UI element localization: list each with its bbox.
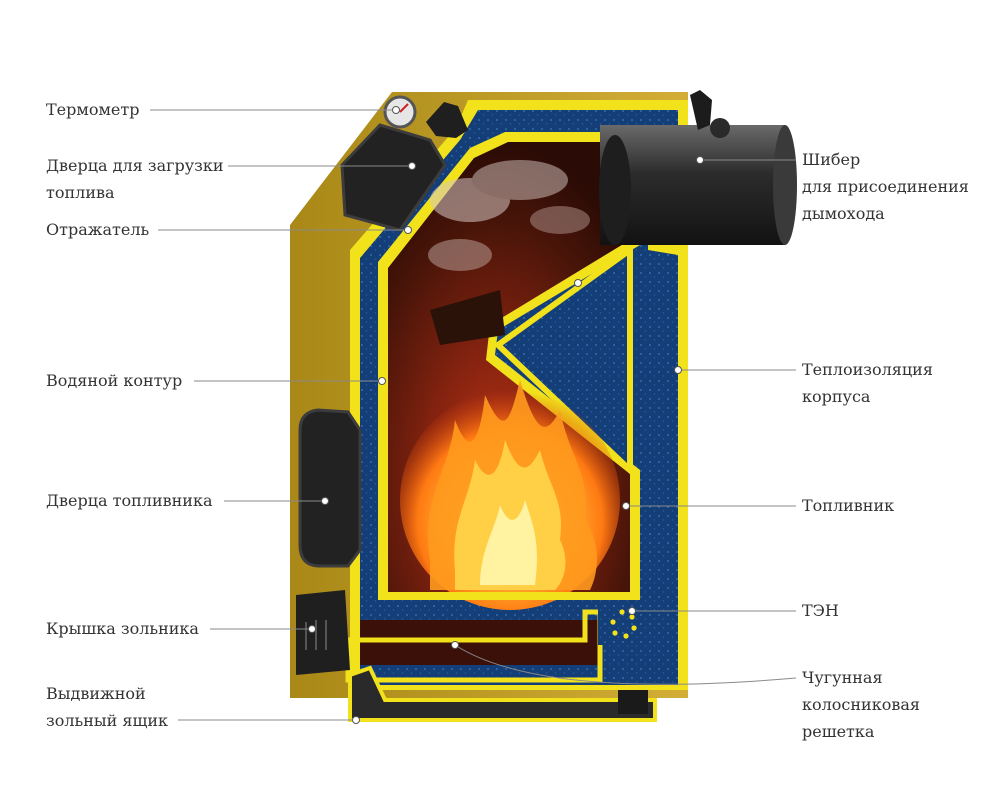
dot-water-jacket bbox=[378, 377, 386, 385]
dot-loading-door bbox=[408, 162, 416, 170]
leader-grate bbox=[454, 644, 797, 685]
dot-insulation bbox=[674, 366, 682, 374]
dot-ash-cover bbox=[308, 625, 316, 633]
label-water-jacket: Водяной контур bbox=[46, 371, 183, 390]
label-ash-drawer: Выдвижной зольный ящик bbox=[46, 684, 169, 730]
ash-cover-vents bbox=[305, 620, 327, 650]
label-thermometer: Термометр bbox=[46, 100, 140, 119]
label-damper: Шибер для присоединения дымохода bbox=[802, 150, 969, 223]
damper-knob bbox=[710, 118, 730, 138]
dot-firebox bbox=[622, 502, 630, 510]
label-grate: Чугунная колосниковая решетка bbox=[802, 668, 920, 741]
label-fuel-door: Дверца топливника bbox=[46, 491, 213, 510]
label-heater: ТЭН bbox=[802, 601, 839, 620]
dot-fuel-door bbox=[321, 497, 329, 505]
label-loading-door: Дверца для загрузки топлива bbox=[46, 156, 224, 202]
label-reflector: Отражатель bbox=[46, 220, 150, 239]
loading-door-latch bbox=[426, 102, 468, 138]
label-ash-cover: Крышка зольника bbox=[46, 619, 199, 638]
dot-thermometer bbox=[392, 106, 400, 114]
heat-exchanger-baffle bbox=[430, 290, 505, 345]
dot-grate bbox=[451, 641, 459, 649]
dot-reflector bbox=[404, 226, 412, 234]
boiler-foot-right bbox=[618, 690, 648, 714]
flue-pipe-inner bbox=[599, 135, 631, 245]
label-insulation: Теплоизоляция корпуса bbox=[802, 360, 933, 406]
callout-dots bbox=[308, 106, 704, 724]
thermometer-needle bbox=[399, 103, 409, 113]
leader-lines bbox=[150, 109, 797, 721]
smoke bbox=[428, 160, 590, 271]
dot-interior bbox=[574, 279, 582, 287]
loading-door-shape bbox=[340, 123, 447, 232]
flue-pipe-end bbox=[773, 125, 797, 245]
fire bbox=[400, 380, 620, 610]
dot-heater bbox=[628, 607, 636, 615]
heater-dots bbox=[610, 609, 637, 639]
grate-bar bbox=[388, 592, 630, 600]
heater-block bbox=[598, 600, 648, 645]
damper-handle bbox=[690, 90, 712, 130]
dot-damper bbox=[696, 156, 704, 164]
fuel-door-shape bbox=[298, 408, 362, 568]
label-firebox: Топливник bbox=[802, 496, 895, 515]
dot-ash-drawer bbox=[352, 716, 360, 724]
ash-cover-shape bbox=[296, 590, 350, 675]
